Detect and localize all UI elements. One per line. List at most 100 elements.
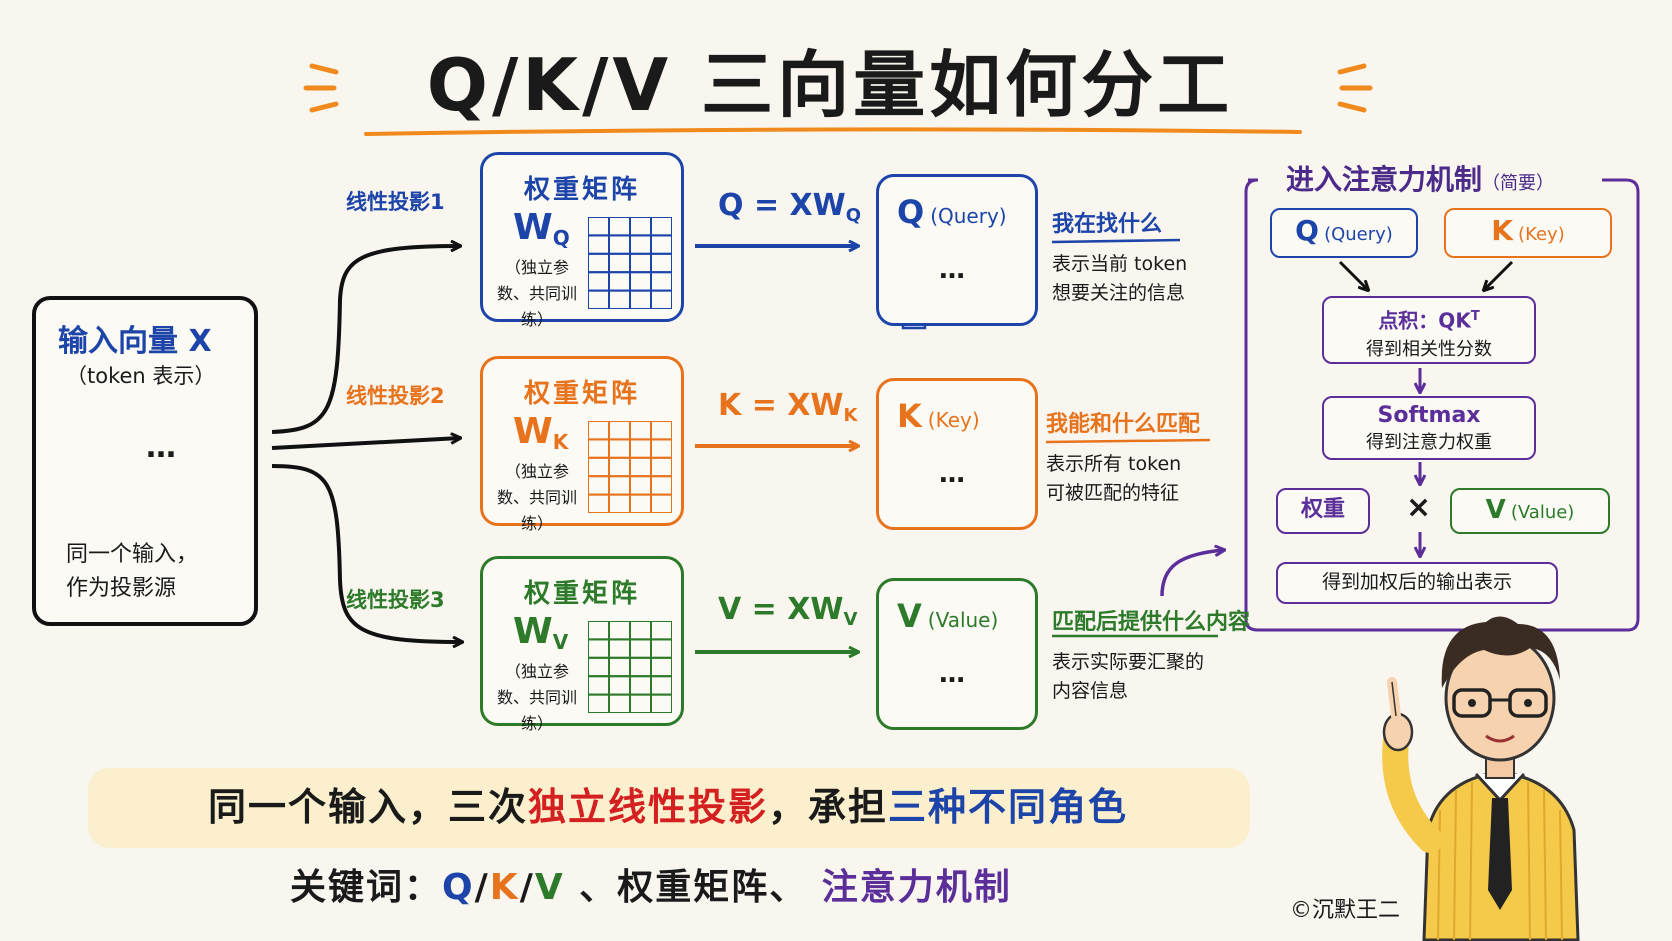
output-q-dots: … — [939, 255, 965, 285]
equation-q-text: Q = XW — [718, 188, 846, 223]
summary-banner: 同一个输入，三次独立线性投影，承担三种不同角色 — [88, 768, 1250, 848]
equation-v-sub: V — [843, 609, 858, 630]
weight-matrix-k-note: （独立参数、共同训练） — [496, 462, 577, 533]
k-name: (Key) — [1518, 224, 1565, 245]
attention-title: 进入注意力机制（简要） — [1278, 158, 1563, 198]
output-v-name: (Value) — [927, 608, 999, 632]
kw-v: V — [534, 867, 565, 908]
input-vector-box: 输入向量 X （token 表示） … 同一个输入， 作为投影源 — [32, 296, 258, 626]
equation-k-text: K = XW — [718, 388, 844, 423]
title-sparkle-right — [1337, 63, 1373, 113]
description-q-text: 表示当前 token 想要关注的信息 — [1052, 253, 1188, 304]
weight-matrix-q-symbol: WQ — [513, 207, 570, 250]
q-name: (Query) — [1324, 224, 1393, 245]
equation-k-sub: K — [843, 405, 858, 426]
equation-q: Q = XWQ — [718, 188, 861, 226]
weight-matrix-q-note: （独立参数、共同训练） — [496, 258, 577, 329]
weights-box: 权重 — [1276, 488, 1370, 534]
arrow-input-to-q — [271, 246, 460, 434]
kw-k: K — [489, 867, 520, 908]
output-q-name: (Query) — [930, 204, 1007, 228]
kw-q: Q — [442, 867, 475, 908]
input-caption: 同一个输入， 作为投影源 — [66, 542, 199, 601]
v-name: (Value) — [1510, 502, 1575, 523]
k-letter: K — [1491, 214, 1513, 247]
equation-v-text: V = XW — [718, 592, 844, 627]
kw-prefix: 关键词： — [290, 867, 443, 908]
arrow-k-to-dot — [1484, 260, 1514, 290]
summary-part3: ，承担 — [768, 785, 889, 829]
dot-line1: 点积：QK — [1378, 308, 1471, 333]
description-q-head: 我在找什么 — [1052, 212, 1163, 237]
weighted-output-box: 得到加权后的输出表示 — [1276, 562, 1558, 604]
output-k-name: (Key) — [927, 408, 980, 432]
weight-matrix-v-note: （独立参数、共同训练） — [496, 662, 577, 733]
output-k-dots: … — [939, 459, 965, 489]
weight-matrix-k-symbol: WK — [513, 411, 568, 454]
softmax-line2: 得到注意力权重 — [1366, 432, 1492, 453]
arrow-to-attention — [1160, 550, 1224, 597]
input-subtitle: （token 表示） — [66, 364, 216, 388]
page-title: Q/K/V 三向量如何分工 — [426, 43, 1234, 127]
equation-q-sub: Q — [845, 205, 862, 226]
keywords-line: 关键词：Q/K/V 、权重矩阵、 注意力机制 — [290, 858, 1012, 910]
w-sub-q: Q — [552, 226, 570, 250]
equation-k: K = XWK — [718, 388, 857, 426]
w-letter-v: W — [513, 611, 553, 652]
weight-matrix-k-title: 权重矩阵 — [523, 379, 640, 409]
weight-matrix-q-grid — [588, 217, 672, 309]
desc-underline-k — [1045, 438, 1211, 444]
w-sub-k: K — [552, 430, 569, 454]
output-q-box: Q(Query) … — [876, 174, 1038, 326]
weight-matrix-v-symbol: WV — [513, 611, 568, 654]
weight-matrix-v-title: 权重矩阵 — [523, 579, 640, 609]
w-letter-q: W — [513, 207, 553, 248]
attention-k-box: K (Key) — [1444, 208, 1612, 258]
summary-part1: 同一个输入，三次 — [208, 785, 529, 829]
attention-v-box: V (Value) — [1450, 488, 1610, 534]
arrow-input-to-k — [271, 438, 460, 450]
dot-product-box: 点积：QKT 得到相关性分数 — [1322, 296, 1536, 364]
summary-text: 同一个输入，三次独立线性投影，承担三种不同角色 — [208, 782, 1128, 832]
output-v-letter: V — [897, 597, 922, 635]
projection-label-v: 线性投影3 — [346, 588, 445, 612]
output-v-box: V(Value) … — [876, 578, 1038, 730]
times-sign: × — [1406, 490, 1432, 525]
output-k-head: K(Key) — [897, 397, 980, 435]
title-sparkle-left — [303, 63, 339, 113]
attention-q-box: Q (Query) — [1270, 208, 1418, 258]
desc-underline-q — [1051, 238, 1181, 244]
v-letter: V — [1485, 495, 1506, 525]
kw-sep1: / — [474, 867, 490, 908]
description-v-text: 表示实际要汇聚的 内容信息 — [1052, 651, 1205, 702]
output-k-box: K(Key) … — [876, 378, 1038, 530]
projection-label-k: 线性投影2 — [346, 384, 445, 408]
w-letter-k: W — [513, 411, 553, 452]
attention-title-note: （简要） — [1482, 173, 1555, 194]
attention-frame — [1244, 178, 1640, 632]
description-v-head: 匹配后提供什么内容 — [1052, 610, 1251, 635]
presenter-illustration — [1382, 616, 1580, 941]
output-v-dots: … — [939, 659, 965, 689]
output-q-head: Q(Query) — [897, 193, 1007, 231]
copyright: ©沉默王二 — [1290, 898, 1401, 923]
dot-sup: T — [1470, 309, 1480, 324]
arrow-input-to-v — [271, 464, 462, 642]
softmax-line1: Softmax — [1377, 403, 1481, 428]
weight-matrix-v-grid — [588, 621, 672, 713]
projection-label-q: 线性投影1 — [346, 190, 445, 214]
input-title: 输入向量 X — [58, 324, 212, 359]
title-underline — [364, 127, 1302, 136]
q-letter: Q — [1295, 214, 1319, 247]
weight-matrix-q-box: 权重矩阵 WQ （独立参数、共同训练） — [480, 152, 684, 329]
dot-line2: 得到相关性分数 — [1366, 338, 1492, 360]
description-k-head: 我能和什么匹配 — [1046, 412, 1201, 437]
w-sub-v: V — [552, 630, 569, 654]
input-dots: … — [146, 430, 176, 465]
summary-part4: 三种不同角色 — [888, 785, 1129, 829]
weight-matrix-q-title: 权重矩阵 — [523, 175, 640, 205]
output-k-letter: K — [897, 397, 922, 435]
equation-v: V = XWV — [718, 592, 857, 630]
kw-mid: 、权重矩阵、 — [564, 867, 822, 908]
description-k-text: 表示所有 token 可被匹配的特征 — [1046, 453, 1182, 504]
